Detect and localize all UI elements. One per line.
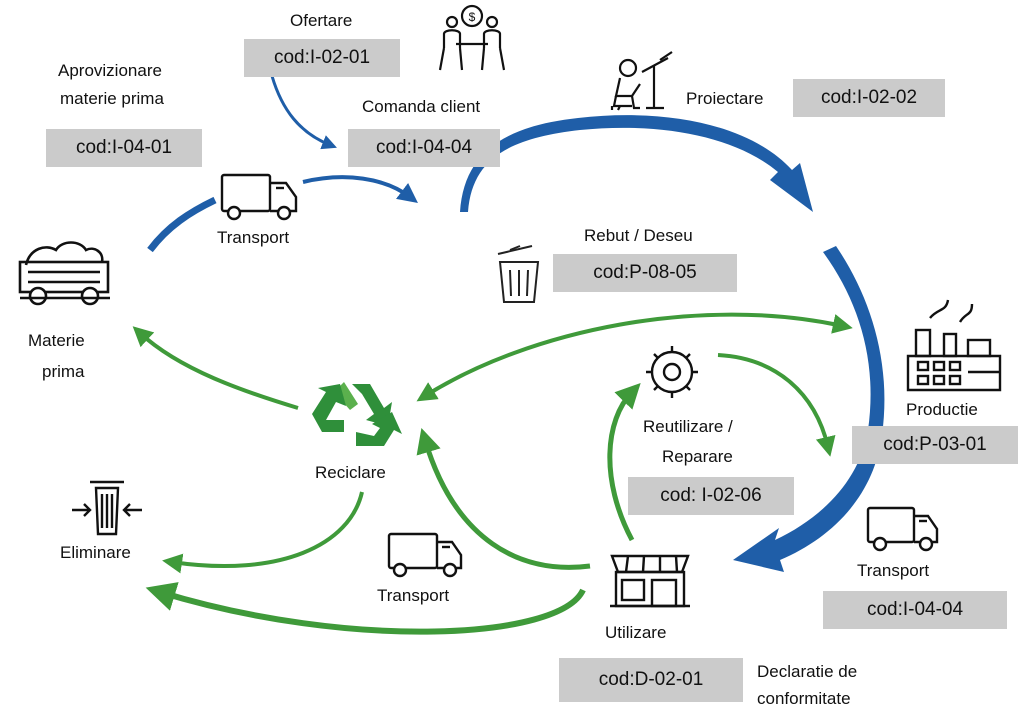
arrow-productie-to-utilizare [733,246,885,572]
eliminare-label: Eliminare [60,543,131,562]
designer-icon [610,51,673,111]
recycle-icon [312,382,402,446]
transport-top-label: Transport [217,228,290,247]
reutilizare-label-line2: Reparare [662,447,733,466]
comanda-label: Comanda client [362,97,481,116]
arrow-utilizare-to-reciclare [416,428,591,570]
truck-icon [387,532,463,578]
proiectare-label: Proiectare [686,89,764,108]
utilizare-label: Utilizare [605,623,667,642]
arrow-reutilizare-to-productie [717,353,836,457]
arrow-utilizare-to-reutilizare [607,382,641,542]
materie-label-line2: prima [42,362,85,381]
arrow-comanda-to-productie [460,115,813,212]
truck-icon [220,173,298,221]
arrow-ofertare-to-comanda [270,75,337,150]
factory-icon [906,299,1002,392]
aprovizionare-label-line2: materie prima [60,89,164,108]
arrow-reciclare-to-materie [132,326,299,410]
productie-code: cod:P-03-01 [852,426,1018,464]
gear-icon [646,346,698,398]
comanda-code: cod:I-04-04 [348,129,500,167]
truck-icon [866,506,939,552]
compactor-bin-icon [72,480,142,536]
ore-cart-icon [18,241,110,306]
materie-label-line1: Materie [28,331,85,350]
transport-right-label: Transport [857,561,930,580]
arrow-utilizare-to-eliminare [145,582,586,635]
reutilizare-label-line1: Reutilizare / [643,417,733,436]
trash-bin-icon [497,245,540,303]
arrow-transport-to-comanda [302,175,418,204]
rebut-label: Rebut / Deseu [584,226,693,245]
ofertare-code: cod:I-02-01 [244,39,400,77]
meeting-icon: $ [438,4,506,71]
transport-right-code: cod:I-04-04 [823,591,1007,629]
arrow-reciclare-to-eliminare [162,491,364,574]
aprovizionare-code: cod:I-04-01 [46,129,202,167]
rebut-code: cod:P-08-05 [553,254,737,292]
aprovizionare-label-line1: Aprovizionare [58,61,162,80]
arrow-reciclare-to-productie [416,312,853,402]
reciclare-label: Reciclare [315,463,386,482]
productie-label: Productie [906,400,978,419]
transport-mid-label: Transport [377,586,450,605]
shop-icon [610,554,690,608]
ofertare-label: Ofertare [290,11,353,30]
reutilizare-code: cod: I-02-06 [628,477,794,515]
proiectare-code: cod:I-02-02 [793,79,945,117]
declaratie-label-line2: conformitate [757,689,851,708]
utilizare-code: cod:D-02-01 [559,658,743,702]
declaratie-label-line1: Declaratie de [757,662,858,681]
arrow-materie-to-transport [147,196,217,253]
svg-text:$: $ [469,10,476,24]
